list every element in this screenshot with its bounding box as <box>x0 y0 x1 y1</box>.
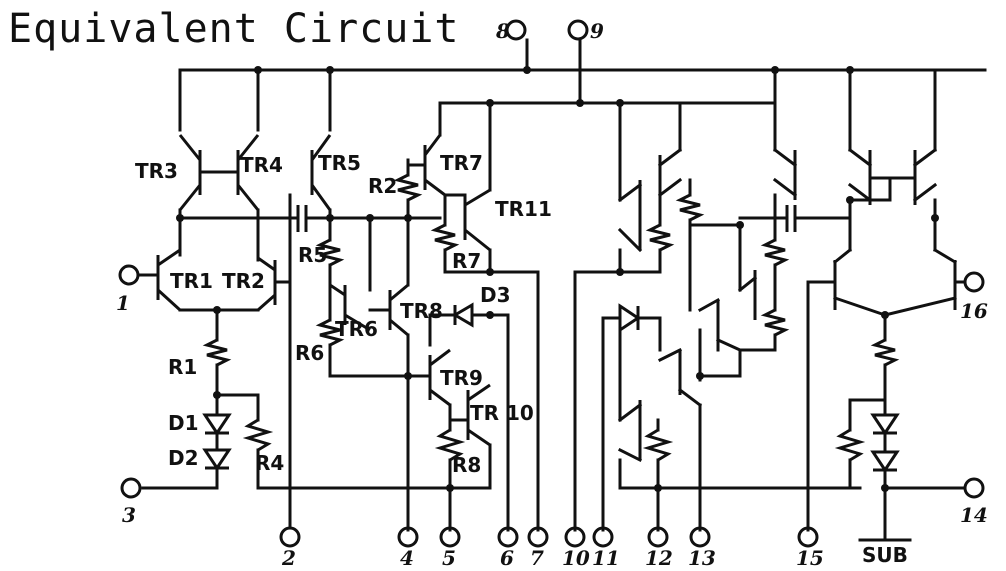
capacitor-left <box>288 205 332 232</box>
capacitor-right <box>738 205 852 232</box>
diagram-title: Equivalent Circuit <box>8 6 460 52</box>
pin-label-10: 10 <box>562 546 590 570</box>
label-r4: R4 <box>255 451 284 475</box>
pin-terminals <box>118 19 985 548</box>
diode-d2 <box>202 448 232 471</box>
label-d3: D3 <box>480 283 511 307</box>
pin-label-8: 8 <box>495 19 510 43</box>
junction-dots <box>176 66 939 492</box>
transistor-tr10 <box>466 383 491 447</box>
resistor-r1 <box>202 338 232 367</box>
pin-label-15: 15 <box>796 546 824 570</box>
label-tr4: TR4 <box>240 153 283 177</box>
label-tr8: TR8 <box>400 299 443 323</box>
label-r1: R1 <box>168 355 197 379</box>
pin-label-3: 3 <box>122 503 136 527</box>
diode-d3 <box>452 302 474 328</box>
transistor-tr11 <box>463 188 491 252</box>
pin-label-sub: SUB <box>862 543 908 567</box>
pin-labels: 8 9 1 16 3 14 2 4 5 6 7 10 11 12 13 15 S… <box>116 19 988 570</box>
resistor-r8 <box>434 428 466 462</box>
resistor-r4 <box>242 418 274 452</box>
label-tr10: TR 10 <box>470 401 534 425</box>
label-tr9: TR9 <box>440 366 483 390</box>
pin-label-12: 12 <box>645 546 673 570</box>
label-tr1: TR1 <box>170 269 213 293</box>
transistor-tr1 <box>156 248 182 312</box>
label-r2: R2 <box>368 174 397 198</box>
label-tr7: TR7 <box>440 151 483 175</box>
pin-label-5: 5 <box>442 546 456 570</box>
transistor-tr5 <box>310 134 332 211</box>
supply-rail <box>178 38 987 202</box>
label-tr2: TR2 <box>222 269 265 293</box>
pin-label-7: 7 <box>530 546 544 570</box>
pin-label-6: 6 <box>500 546 514 570</box>
pin-label-13: 13 <box>688 546 716 570</box>
transistor-tr7 <box>423 134 446 197</box>
label-r7: R7 <box>452 249 481 273</box>
transistor-tr3 <box>178 134 215 211</box>
pin-label-1: 1 <box>116 291 130 315</box>
label-d1: D1 <box>168 411 199 435</box>
label-tr5: TR5 <box>318 151 361 175</box>
pin-label-4: 4 <box>400 546 414 570</box>
transistor-tr4 <box>215 134 260 211</box>
transistor-tr6 <box>329 283 371 332</box>
label-tr11: TR11 <box>495 197 552 221</box>
resistor-r2 <box>393 173 423 202</box>
component-labels: TR3 TR4 TR5 TR7 R2 TR11 R5 R7 TR1 TR2 TR… <box>135 151 552 477</box>
pin-label-2: 2 <box>281 546 296 570</box>
pin-label-9: 9 <box>590 19 604 43</box>
label-r5: R5 <box>298 243 327 267</box>
resistor-r5 <box>315 238 345 267</box>
label-d2: D2 <box>168 446 199 470</box>
label-r8: R8 <box>452 453 481 477</box>
label-r6: R6 <box>295 341 324 365</box>
diode-d1 <box>202 413 232 436</box>
resistor-r7 <box>430 223 460 252</box>
label-tr6: TR6 <box>335 317 378 341</box>
resistor-r6 <box>315 318 345 347</box>
pin-label-11: 11 <box>592 546 620 570</box>
pin-label-14: 14 <box>960 503 988 527</box>
label-tr3: TR3 <box>135 159 178 183</box>
pin-label-16: 16 <box>960 299 988 323</box>
